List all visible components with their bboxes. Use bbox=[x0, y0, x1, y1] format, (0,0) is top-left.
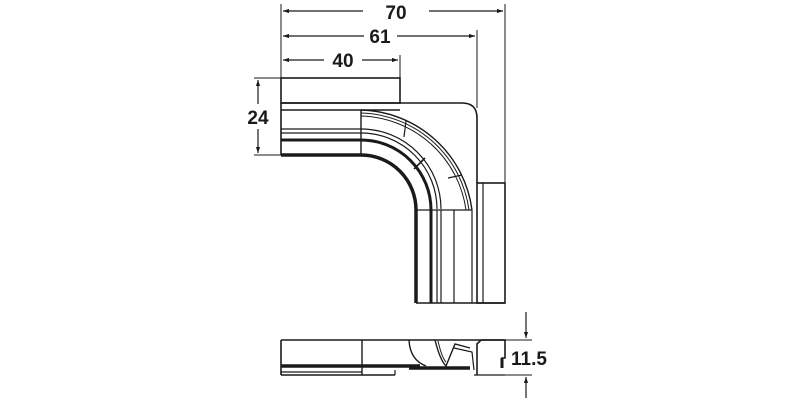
dimension-24: 24 bbox=[247, 77, 281, 156]
dimension-70-label: 70 bbox=[385, 3, 406, 24]
dimension-11-5: 11.5 bbox=[505, 312, 547, 398]
dimension-11-5-label: 11.5 bbox=[511, 349, 547, 370]
dimension-40-label: 40 bbox=[332, 51, 353, 72]
dimension-24-label: 24 bbox=[247, 108, 269, 129]
dimension-61-label: 61 bbox=[369, 27, 391, 48]
plan-view bbox=[280, 77, 506, 304]
dimension-70: 70 bbox=[280, 3, 506, 183]
side-view bbox=[280, 339, 506, 376]
dimension-40: 40 bbox=[283, 51, 401, 78]
dimension-61: 61 bbox=[283, 27, 478, 108]
